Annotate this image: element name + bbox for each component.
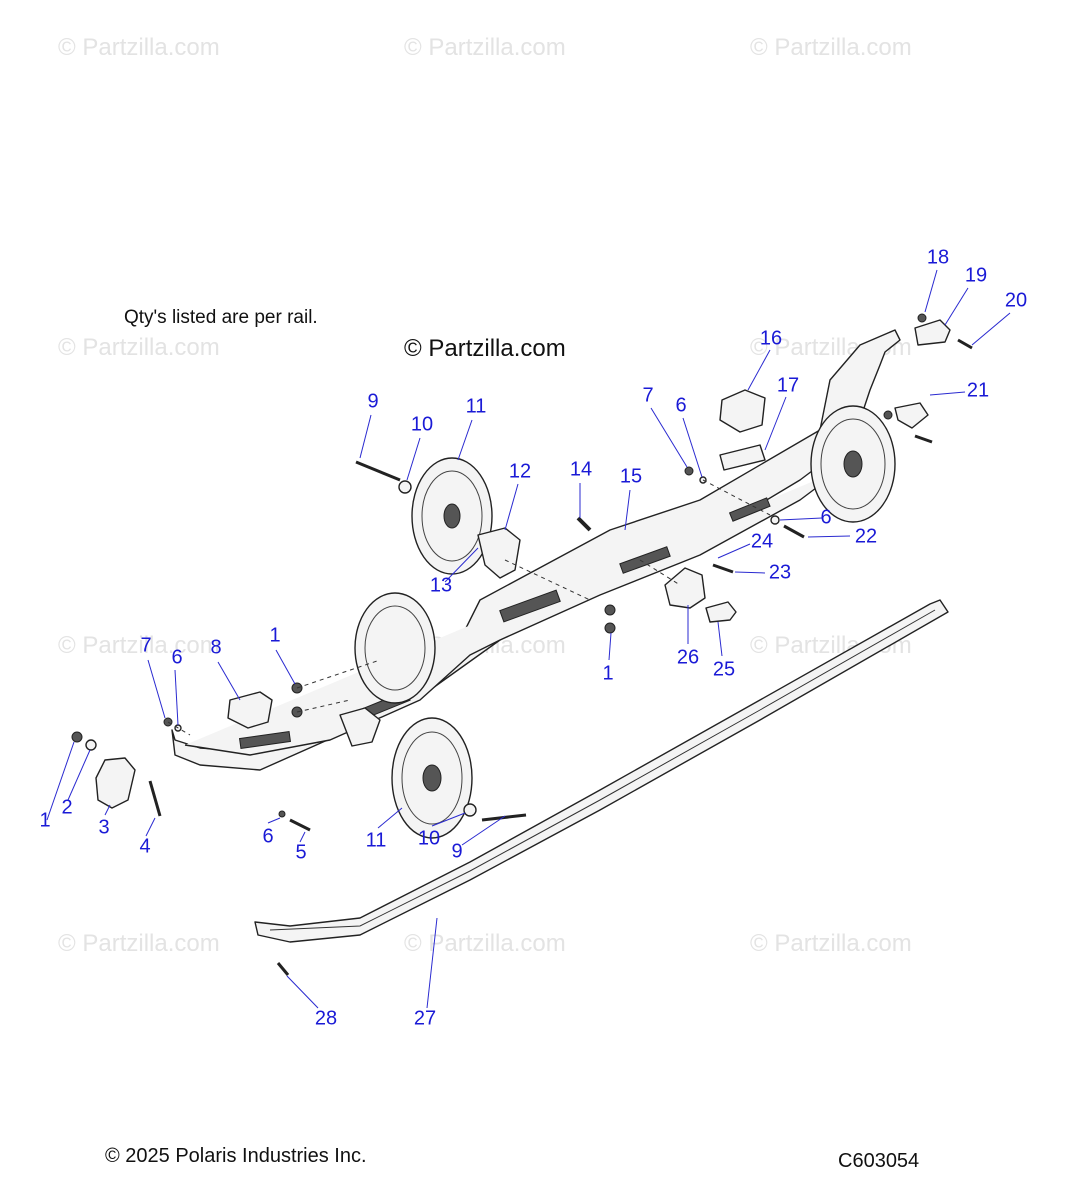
center-watermark: © Partzilla.com	[404, 335, 566, 362]
callout-6[interactable]: 6	[820, 506, 832, 529]
watermark: © Partzilla.com	[750, 34, 912, 61]
assembly-lines	[167, 479, 771, 736]
watermark: © Partzilla.com	[58, 930, 220, 957]
callout-11[interactable]: 11	[465, 395, 487, 418]
callout-14[interactable]: 14	[569, 458, 593, 481]
diagram-code: C603054	[838, 1150, 920, 1172]
idler-wheel-upper	[411, 457, 493, 575]
leader-lines	[46, 269, 1011, 1009]
callout-3[interactable]: 3	[98, 816, 110, 839]
watermark: © Partzilla.com	[404, 930, 566, 957]
callout-5[interactable]: 5	[295, 841, 307, 864]
slide-rail	[254, 599, 949, 943]
callout-9[interactable]: 9	[451, 840, 463, 863]
callout-10[interactable]: 10	[417, 827, 441, 850]
callout-10[interactable]: 10	[410, 413, 434, 436]
callout-24[interactable]: 24	[750, 530, 774, 553]
callout-9[interactable]: 9	[367, 390, 379, 413]
callout-11[interactable]: 11	[365, 829, 387, 852]
callout-21[interactable]: 21	[966, 379, 990, 402]
callout-27[interactable]: 27	[413, 1007, 437, 1030]
watermark: © Partzilla.com	[58, 34, 220, 61]
callout-1[interactable]: 1	[39, 809, 51, 832]
watermark: © Partzilla.com	[404, 34, 566, 61]
rail-frame	[171, 329, 901, 771]
callout-1[interactable]: 1	[602, 662, 614, 685]
callout-7[interactable]: 7	[140, 634, 152, 657]
callout-6[interactable]: 6	[171, 646, 183, 669]
callout-22[interactable]: 22	[854, 525, 878, 548]
qty-note: Qty's listed are per rail.	[124, 307, 318, 328]
rear-idler-wheel	[810, 405, 896, 523]
watermark: © Partzilla.com	[58, 632, 220, 659]
callout-6[interactable]: 6	[675, 394, 687, 417]
idler-wheel-middle	[354, 592, 436, 704]
callout-6[interactable]: 6	[262, 825, 274, 848]
small-parts	[71, 313, 973, 976]
callout-25[interactable]: 25	[712, 658, 736, 681]
callout-13[interactable]: 13	[429, 574, 453, 597]
callout-20[interactable]: 20	[1004, 289, 1028, 312]
watermark: © Partzilla.com	[58, 334, 220, 361]
callout-2[interactable]: 2	[61, 796, 73, 819]
callout-23[interactable]: 23	[768, 561, 792, 584]
callout-16[interactable]: 16	[759, 327, 783, 350]
idler-wheel-lower	[391, 717, 473, 839]
callout-19[interactable]: 19	[964, 264, 988, 287]
copyright: © 2025 Polaris Industries Inc.	[105, 1145, 367, 1167]
callout-17[interactable]: 17	[776, 374, 800, 397]
callout-26[interactable]: 26	[676, 646, 700, 669]
callout-28[interactable]: 28	[314, 1007, 338, 1030]
watermark: © Partzilla.com	[750, 930, 912, 957]
callout-8[interactable]: 8	[210, 636, 222, 659]
callout-18[interactable]: 18	[926, 246, 950, 269]
callout-4[interactable]: 4	[139, 835, 151, 858]
callout-7[interactable]: 7	[642, 384, 654, 407]
callout-1[interactable]: 1	[269, 624, 281, 647]
callout-12[interactable]: 12	[508, 460, 532, 483]
callout-15[interactable]: 15	[619, 465, 643, 488]
